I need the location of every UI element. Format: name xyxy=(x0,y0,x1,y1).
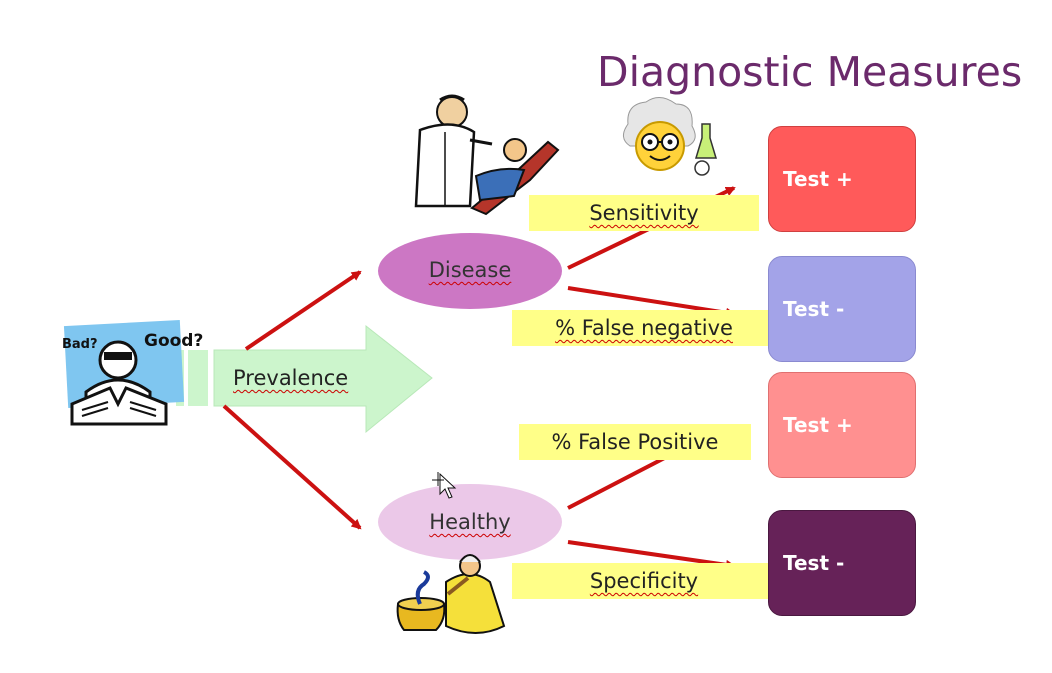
specificity-label: Specificity xyxy=(512,563,776,599)
snake-charmer-icon xyxy=(396,554,506,634)
result-box-healthy-test-negative: Test - xyxy=(768,510,916,616)
disease-node xyxy=(378,233,562,309)
arrow-to-disease xyxy=(244,270,362,351)
newspaper-reader-icon: Bad? Good? xyxy=(62,320,203,426)
move-cursor-icon xyxy=(432,472,457,499)
result-label: Test + xyxy=(783,413,853,437)
result-box-disease-test-positive: Test + xyxy=(768,126,916,232)
disease-label: Disease xyxy=(428,258,512,282)
dentist-icon xyxy=(414,94,560,216)
arrow-healthy-test-neg xyxy=(567,540,736,570)
arrow-disease-test-neg xyxy=(567,286,736,318)
result-box-healthy-test-positive: Test + xyxy=(768,372,916,478)
result-label: Test - xyxy=(783,297,845,321)
scientist-icon xyxy=(623,97,718,176)
arrow-to-healthy xyxy=(222,404,362,530)
good-text: Good? xyxy=(144,331,203,351)
prevalence-label: Prevalence xyxy=(233,366,349,390)
healthy-node xyxy=(378,484,562,560)
false-negative-label: % False negative xyxy=(512,310,776,346)
sensitivity-label: Sensitivity xyxy=(529,195,759,231)
result-box-disease-test-negative: Test - xyxy=(768,256,916,362)
result-label: Test + xyxy=(783,167,853,191)
bad-text: Bad? xyxy=(62,337,98,352)
false-positive-label: % False Positive xyxy=(519,424,751,460)
healthy-label: Healthy xyxy=(429,510,511,534)
result-label: Test - xyxy=(783,551,845,575)
page-title: Diagnostic Measures xyxy=(597,48,1023,96)
